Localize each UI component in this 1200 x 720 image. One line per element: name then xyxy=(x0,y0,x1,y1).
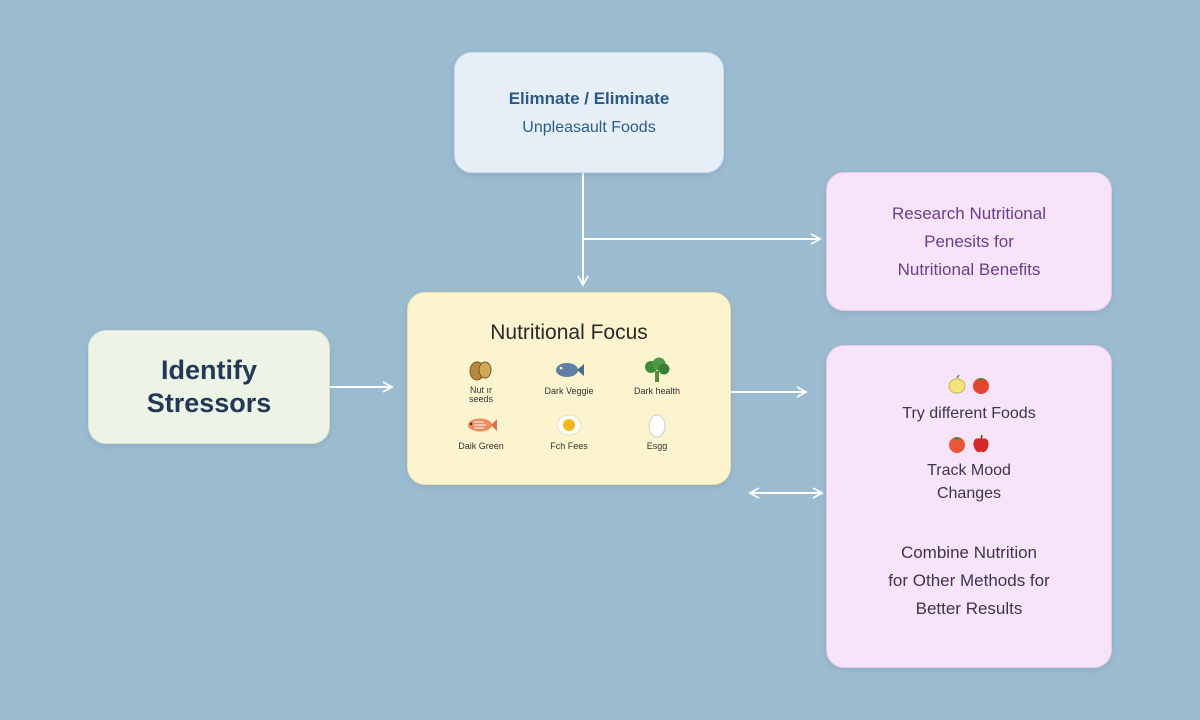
food-label: Esgg xyxy=(646,441,668,451)
tomato-icon xyxy=(973,378,989,394)
actions-node: Try different Foods Track Mood Changes C… xyxy=(826,345,1112,668)
food-grid: Nut ır seeds Dark Veggie Dark health xyxy=(437,357,701,451)
salmon-icon xyxy=(468,418,497,432)
egg-icon xyxy=(648,414,666,438)
nutritional-focus-node: Nutritional Focus Nut ır seeds Dark Vegg… xyxy=(407,292,731,485)
identify-stressors-node: Identify Stressors xyxy=(88,330,330,444)
food-label: Fch Fees xyxy=(550,441,588,451)
lemon-icon xyxy=(948,374,966,394)
food-item: Nut ır seeds xyxy=(437,357,525,404)
food-item: Dark Veggie xyxy=(525,357,613,404)
food-item: Fch Fees xyxy=(525,412,613,451)
food-label: Dark health xyxy=(633,386,681,396)
research-benefits-node: Research Nutritional Penesits for Nutrit… xyxy=(826,172,1112,311)
tomato-icon xyxy=(949,437,965,453)
food-label: Daik Green xyxy=(458,441,504,451)
egg-fried-icon xyxy=(556,414,582,436)
research-line: Nutritional Benefits xyxy=(897,259,1041,279)
identify-title: Identify Stressors xyxy=(146,355,272,418)
apple-icon xyxy=(973,434,989,453)
food-label: Nut ır seeds xyxy=(468,385,494,404)
research-line: Penesits for xyxy=(924,231,1014,251)
broccoli-icon xyxy=(645,357,670,382)
nuts-icon xyxy=(469,361,492,381)
track-mood-icons xyxy=(946,433,992,455)
track-mood-text: Track Mood Changes xyxy=(927,462,1011,502)
combine-nutrition-text: Combine Nutrition for Other Methods for … xyxy=(888,543,1050,618)
focus-title: Nutritional Focus xyxy=(490,321,648,344)
eliminate-foods-node: Elimnate / Eliminate Unpleasault Foods xyxy=(454,52,724,173)
food-item: Daik Green xyxy=(437,412,525,451)
eliminate-title: Elimnate / Eliminate xyxy=(508,88,670,108)
food-label: Dark Veggie xyxy=(544,386,594,396)
try-foods-icons xyxy=(946,374,992,396)
research-line: Research Nutritional xyxy=(891,203,1046,223)
fish-dark-icon xyxy=(556,363,584,377)
try-foods-text: Try different Foods xyxy=(902,405,1036,422)
food-item: Esgg xyxy=(613,412,701,451)
food-item: Dark health xyxy=(613,357,701,404)
eliminate-subtitle: Unpleasault Foods xyxy=(522,118,656,136)
